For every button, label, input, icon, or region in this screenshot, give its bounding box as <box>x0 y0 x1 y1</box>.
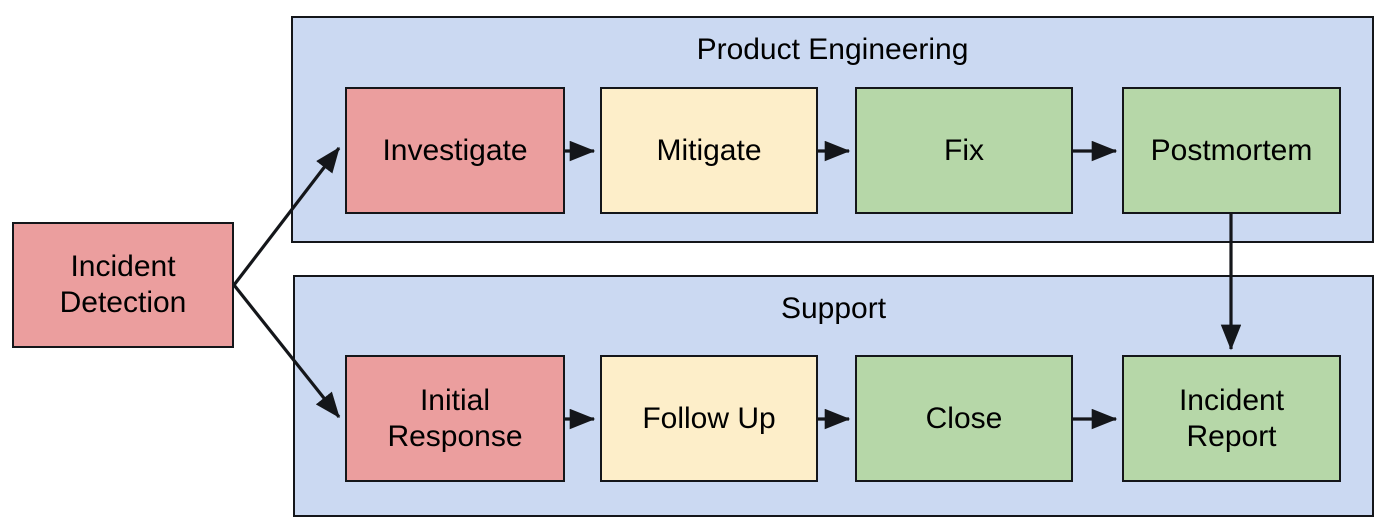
node-incident-detection[interactable]: Incident Detection <box>12 222 234 348</box>
node-postmortem[interactable]: Postmortem <box>1122 87 1341 214</box>
node-initial-response[interactable]: Initial Response <box>345 355 565 482</box>
swimlane-title-product-engineering: Product Engineering <box>696 33 969 66</box>
node-fix[interactable]: Fix <box>855 87 1073 214</box>
node-close[interactable]: Close <box>855 355 1073 482</box>
node-follow-up[interactable]: Follow Up <box>600 355 818 482</box>
node-investigate[interactable]: Investigate <box>345 87 565 214</box>
swimlane-title-support: Support <box>780 292 887 325</box>
node-incident-report[interactable]: Incident Report <box>1122 355 1341 482</box>
node-mitigate[interactable]: Mitigate <box>600 87 818 214</box>
